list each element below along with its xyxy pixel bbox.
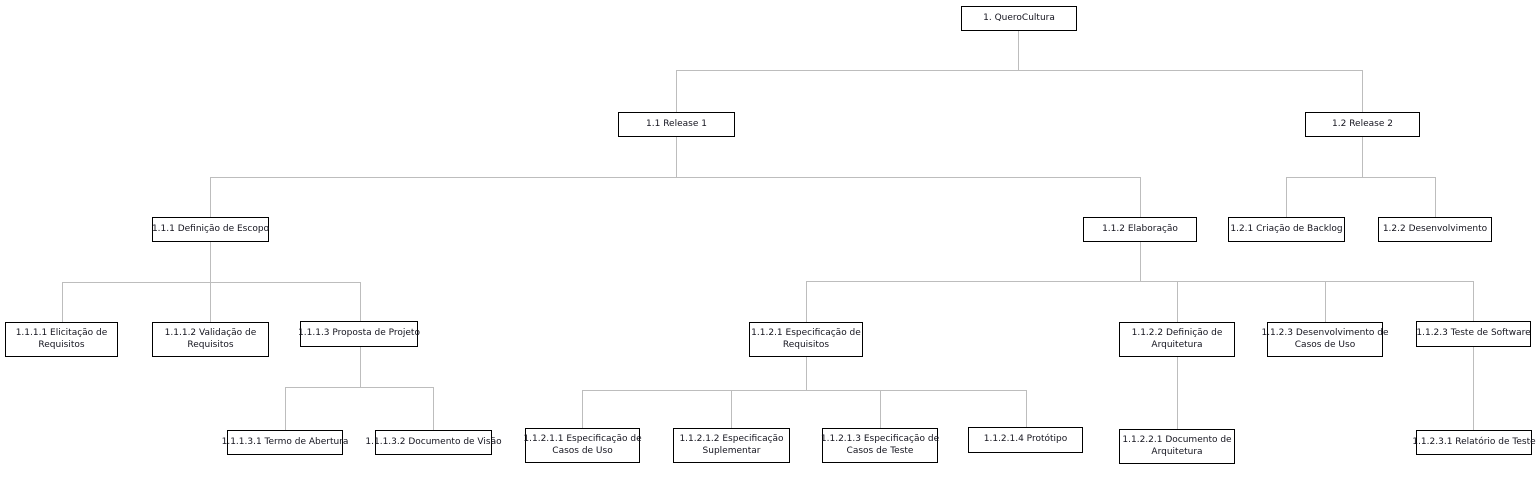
wbs-node-1-1-2-elaboracao: 1.1.2 Elaboração [1083, 217, 1197, 242]
wbs-node-1-1-1-2-validacao-de-requisitos: 1.1.1.2 Validação de Requisitos [152, 322, 269, 357]
connector-line [676, 70, 677, 112]
wbs-node-1-1-1-definicao-de-escopo: 1.1.1 Definição de Escopo [152, 217, 269, 242]
wbs-node-1-1-1-3-1-termo-de-abertura: 1.1.1.3.1 Termo de Abertura [222, 430, 348, 455]
wbs-node-1-1-2-1-especificacao-de-requisitos: 1.1.2.1 Especificação de Requisitos [749, 322, 863, 357]
connector-line [1018, 31, 1019, 70]
connector-line [1473, 281, 1474, 321]
connector-line [1435, 177, 1436, 217]
connector-line [1140, 177, 1141, 217]
wbs-node-1-1-2-1-2-especificacao-suplementar: 1.1.2.1.2 Especificação Suplementar [673, 428, 790, 463]
wbs-node-1-1-1-3-proposta-de-projeto: 1.1.1.3 Proposta de Projeto [298, 321, 420, 347]
wbs-node-1-1-2-1-3-especificacao-casos-de-teste: 1.1.2.1.3 Especificação de Casos de Test… [821, 428, 939, 463]
wbs-node-1-1-2-3-1-relatorio-de-teste: 1.1.2.3.1 Relatório de Teste [1412, 430, 1536, 455]
connector-line [210, 177, 1140, 178]
connector-line [360, 347, 361, 387]
wbs-node-1-2-2-desenvolvimento: 1.2.2 Desenvolvimento [1378, 217, 1492, 242]
connector-line [806, 356, 807, 390]
connector-line [1325, 281, 1326, 322]
wbs-node-1-1-2-1-1-especificacao-casos-de-uso: 1.1.2.1.1 Especificação de Casos de Uso [523, 428, 642, 463]
connector-line [806, 281, 807, 322]
connector-line [62, 282, 360, 283]
connector-line [880, 390, 881, 428]
connector-line [360, 282, 361, 321]
wbs-node-1-querocultura: 1. QueroCultura [961, 6, 1077, 31]
connector-line [433, 387, 434, 430]
connector-line [1177, 356, 1178, 429]
connector-line [676, 70, 1362, 71]
connector-line [1362, 136, 1363, 177]
wbs-node-1-1-2-2-1-documento-de-arquitetura: 1.1.2.2.1 Documento de Arquitetura [1119, 429, 1235, 464]
connector-line [1286, 177, 1435, 178]
wbs-node-1-1-release-1: 1.1 Release 1 [618, 112, 735, 137]
connector-line [582, 390, 583, 428]
wbs-node-1-1-2-1-4-prototipo: 1.1.2.1.4 Protótipo [968, 427, 1083, 453]
connector-line [1026, 390, 1027, 427]
wbs-node-1-1-2-2-definicao-de-arquitetura: 1.1.2.2 Definição de Arquitetura [1119, 322, 1235, 357]
connector-line [1140, 241, 1141, 281]
connector-line [210, 241, 211, 282]
connector-line [285, 387, 286, 430]
connector-line [1286, 177, 1287, 217]
wbs-node-1-2-release-2: 1.2 Release 2 [1305, 112, 1420, 137]
wbs-node-1-2-1-criacao-de-backlog: 1.2.1 Criação de Backlog [1228, 217, 1345, 242]
connector-line [1473, 347, 1474, 430]
wbs-node-1-1-1-1-elicitacao-de-requisitos: 1.1.1.1 Elicitação de Requisitos [5, 322, 118, 357]
connector-line [1177, 281, 1178, 322]
connector-line [210, 282, 211, 322]
wbs-node-1-1-2-3-desenvolvimento-casos-de-uso: 1.1.2.3 Desenvolvimento de Casos de Uso [1261, 322, 1389, 357]
connector-line [806, 281, 1473, 282]
connector-line [1362, 70, 1363, 112]
connector-line [62, 282, 63, 322]
wbs-node-1-1-2-3-teste-de-software: 1.1.2.3 Teste de Software [1416, 321, 1531, 347]
connector-line [676, 136, 677, 177]
connector-line [285, 387, 433, 388]
connector-line [731, 390, 732, 428]
connector-line [210, 177, 211, 217]
connector-line [582, 390, 1026, 391]
wbs-node-1-1-1-3-2-documento-de-visao: 1.1.1.3.2 Documento de Visão [365, 430, 502, 455]
